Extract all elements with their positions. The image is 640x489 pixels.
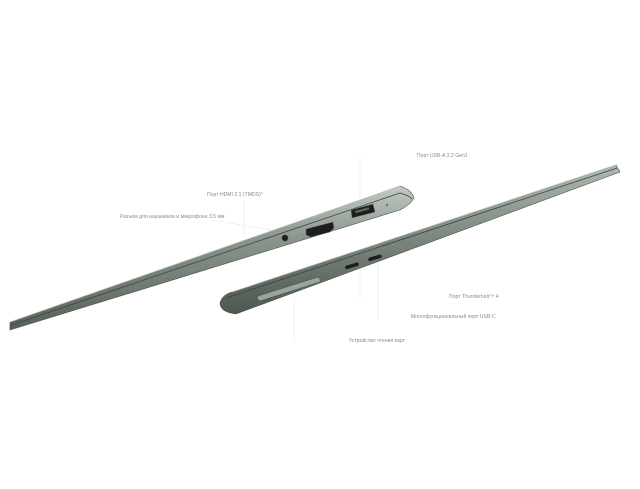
laptop-right-side [219,164,621,315]
label-audio: Разъем для наушников и микрофона 3,5 мм [120,214,225,220]
label-card-reader: Устройство чтения карт [349,338,405,344]
laptop-a-lid-seam [9,192,413,326]
laptop-b-top-highlight [231,164,617,293]
label-hdmi: Порт HDMI 2.1 (TMDS)* [207,192,263,198]
usb-a-port-tab [354,207,370,214]
laptop-b-lid-seam [225,167,618,299]
laptop-a-top-highlight [9,185,401,323]
status-led [386,204,388,206]
laptop-a-body [9,185,415,331]
audio-jack-port [281,234,289,242]
hdmi-port [305,221,335,238]
usb-c-port [368,254,382,262]
label-thunderbolt: Порт Thunderbolt™ 4 [449,294,499,300]
laptop-b-body [219,164,621,315]
thunderbolt-port [345,262,359,270]
label-usb-c: Многофункциональный порт USB-C [411,314,496,320]
label-usb-a: Порт USB-A 3.2 Gen1 [417,153,468,159]
card-reader-slot [257,276,321,302]
laptop-left-side [9,185,415,331]
